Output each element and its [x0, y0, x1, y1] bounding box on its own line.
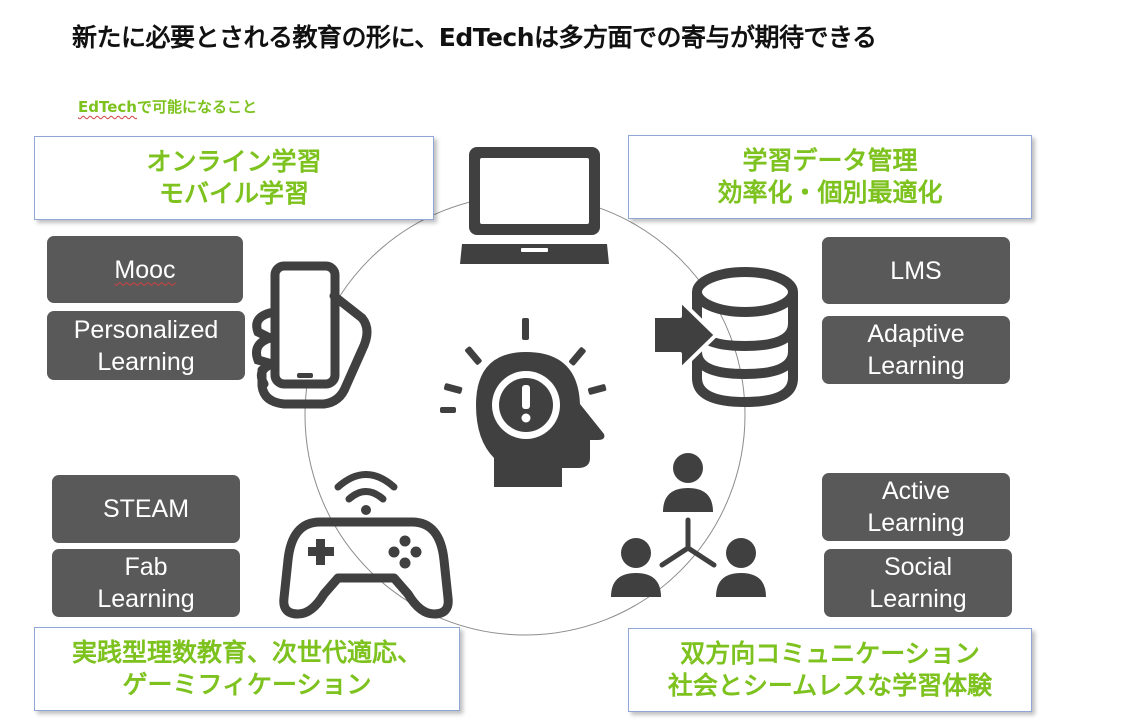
category-data-line1: 学習データ管理	[742, 146, 918, 175]
category-steam-line1: 実践型理数教育、次世代適応、	[71, 638, 422, 667]
subtitle-brand: EdTech	[78, 98, 137, 116]
pill-social-line1: Social	[883, 553, 953, 581]
pill-adaptive-line1: Adaptive	[867, 320, 965, 348]
pill-fab-line1: Fab	[124, 553, 168, 581]
pill-active-line1: Active	[881, 477, 951, 505]
pill-mooc: Mooc	[47, 236, 243, 303]
category-learning-data: 学習データ管理 効率化・個別最適化	[628, 135, 1032, 219]
category-online-learning: オンライン学習 モバイル学習	[34, 136, 434, 220]
subtitle-rest: で可能になること	[136, 98, 257, 116]
pill-active-line2: Learning	[867, 509, 965, 537]
pill-lms-label: LMS	[890, 256, 942, 285]
category-social-line1: 双方向コミュニケーション	[680, 639, 980, 668]
smartphone-hand-icon	[252, 261, 372, 409]
pill-personalized-line1: Personalized	[73, 315, 219, 344]
database-arrow-icon	[651, 267, 798, 408]
pill-steam-label: STEAM	[102, 495, 190, 523]
subtitle: EdTechで可能になること	[78, 96, 257, 117]
laptop-icon	[460, 147, 609, 264]
pill-social-learning: Social Learning	[824, 549, 1012, 617]
category-social-communication: 双方向コミュニケーション 社会とシームレスな学習体験	[628, 628, 1032, 712]
category-steam-education: 実践型理数教育、次世代適応、 ゲーミフィケーション	[34, 627, 460, 711]
category-online-line1: オンライン学習	[146, 147, 322, 176]
pill-fab-learning: Fab Learning	[52, 549, 240, 617]
category-social-line2: 社会とシームレスな学習体験	[667, 671, 993, 700]
pill-personalized-learning: Personalized Learning	[47, 311, 245, 380]
lightbulb-head-icon	[440, 318, 607, 487]
pill-personalized-line2: Learning	[97, 347, 195, 376]
category-steam-line2: ゲーミフィケーション	[122, 670, 372, 699]
people-network-icon	[611, 453, 766, 597]
pill-steam: STEAM	[52, 475, 240, 543]
page-title: 新たに必要とされる教育の形に、EdTechは多方面での寄与が期待できる	[72, 23, 877, 52]
gamepad-wifi-icon	[279, 471, 453, 619]
pill-social-line2: Learning	[869, 585, 967, 613]
pill-mooc-label: Mooc	[114, 255, 176, 284]
category-online-line2: モバイル学習	[158, 179, 309, 208]
pill-adaptive-line2: Learning	[867, 352, 965, 380]
pill-adaptive-learning: Adaptive Learning	[822, 316, 1010, 384]
pill-fab-line2: Learning	[97, 585, 195, 613]
category-data-line2: 効率化・個別最適化	[717, 178, 943, 207]
pill-lms: LMS	[822, 237, 1010, 304]
pill-active-learning: Active Learning	[822, 473, 1010, 541]
